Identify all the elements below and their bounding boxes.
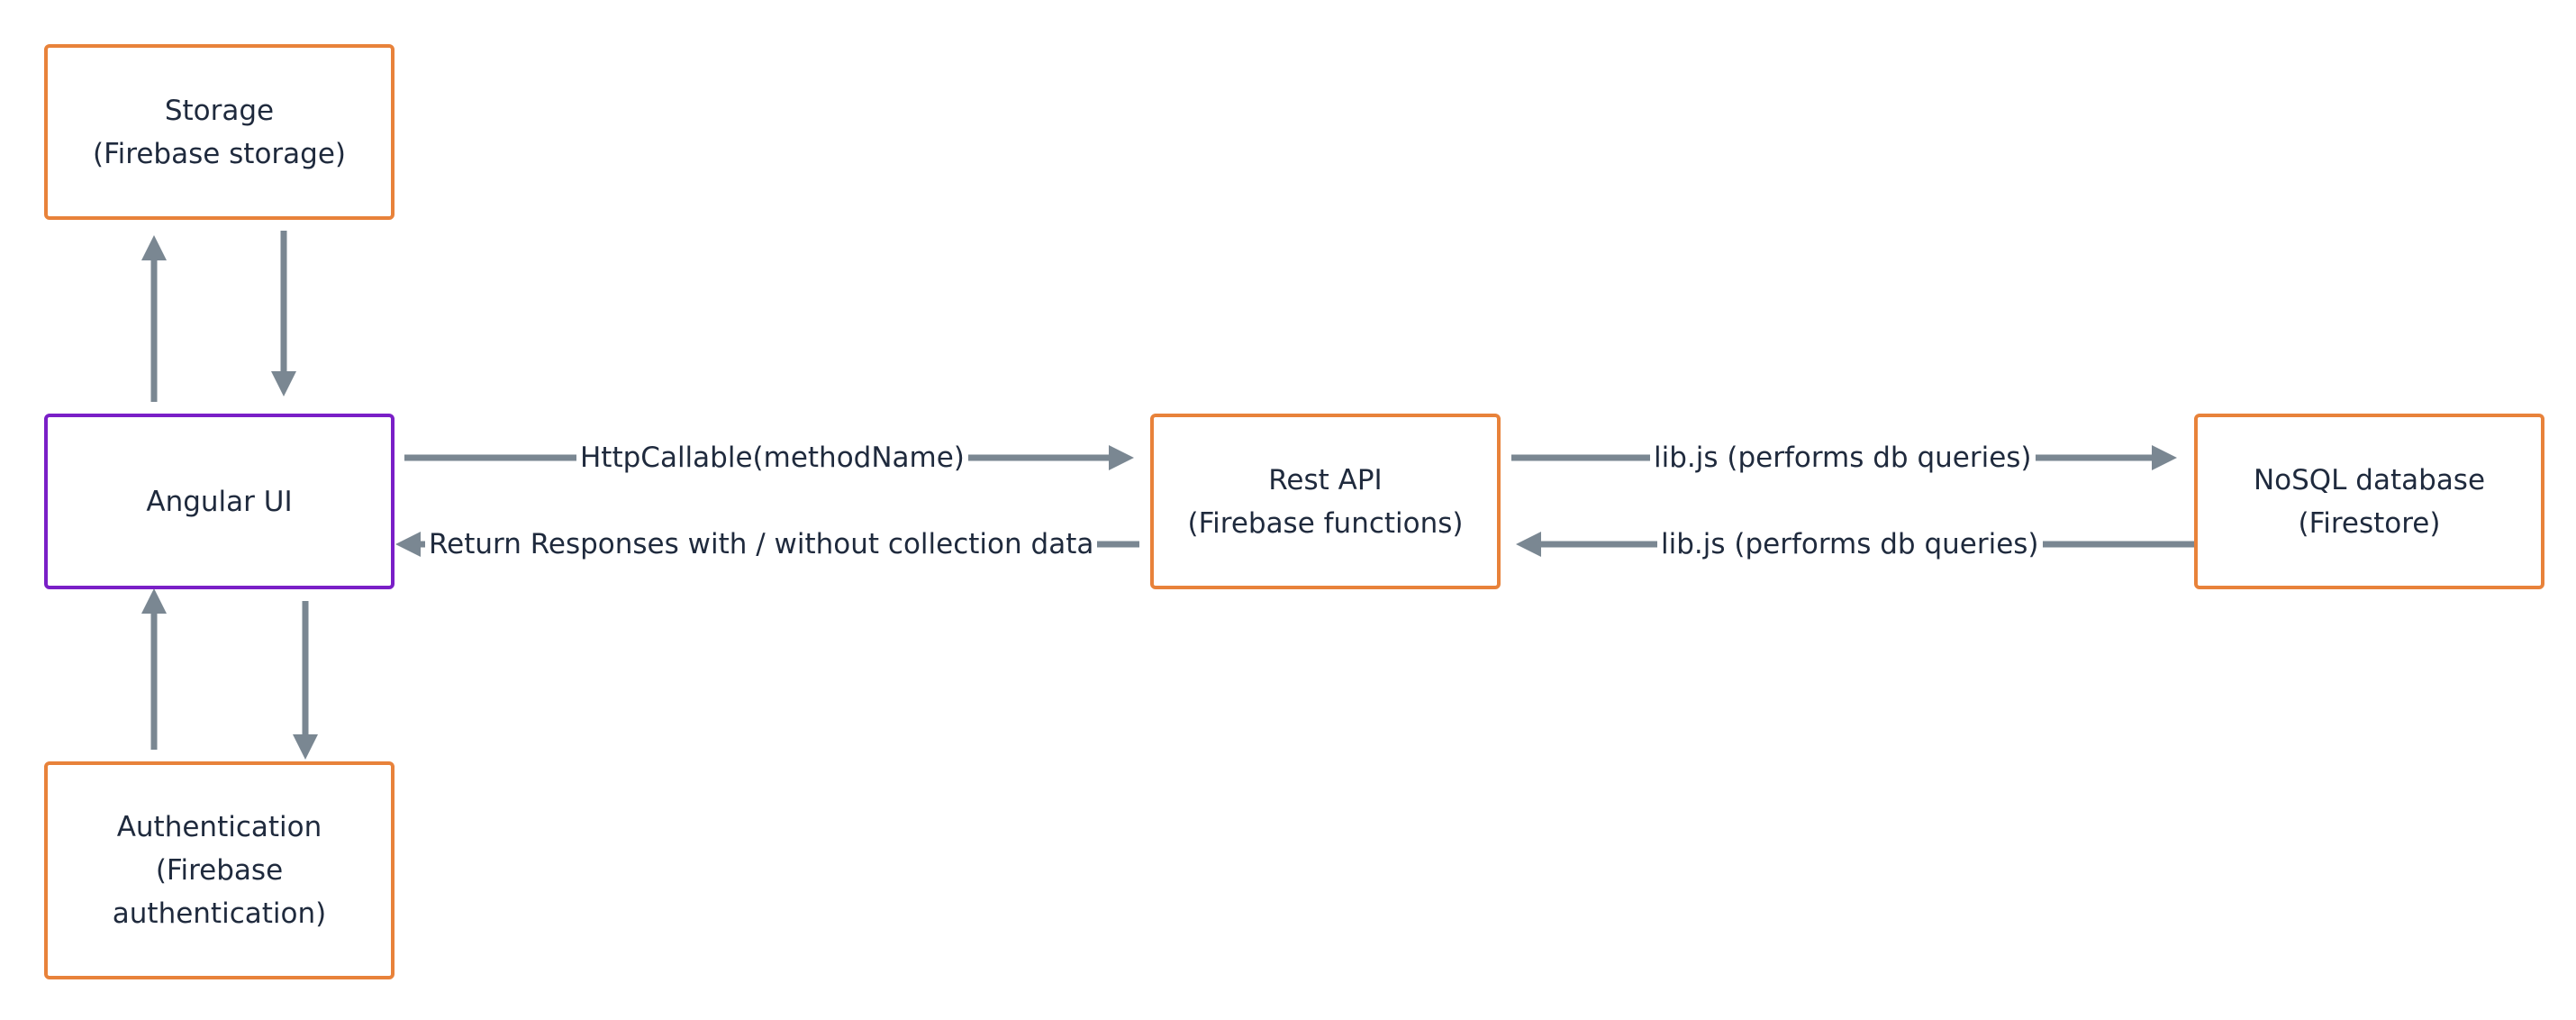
authentication-node-subtitle-1: (Firebase [155,854,284,887]
nosql-database-node-title: NoSQL database [2253,463,2486,496]
rest-api-node-label: Rest API (Firebase functions) [1187,459,1463,545]
angular-ui-node-title: Angular UI [146,485,293,518]
angular-ui-node: Angular UI [44,414,395,589]
edge-label-return-responses: Return Responses with / without collecti… [425,526,1098,562]
storage-node-subtitle: (Firebase storage) [92,137,347,170]
storage-node-label: Storage (Firebase storage) [93,89,346,176]
edge-label-libjs-request: lib.js (performs db queries) [1650,440,2036,476]
edge-label-httpcallable: HttpCallable(methodName) [576,440,968,476]
nosql-database-node: NoSQL database (Firestore) [2194,414,2544,589]
authentication-node-title: Authentication [116,811,322,843]
rest-api-node-subtitle: (Firebase functions) [1187,506,1464,540]
edge-label-libjs-response: lib.js (performs db queries) [1657,526,2043,562]
authentication-node-label: Authentication (Firebase authentication) [113,806,326,935]
angular-ui-node-label: Angular UI [146,480,292,524]
storage-node: Storage (Firebase storage) [44,44,395,220]
rest-api-node: Rest API (Firebase functions) [1150,414,1501,589]
authentication-node: Authentication (Firebase authentication) [44,761,395,979]
authentication-node-subtitle-2: authentication) [112,897,327,930]
nosql-database-node-label: NoSQL database (Firestore) [2254,459,2485,545]
rest-api-node-title: Rest API [1268,463,1383,496]
storage-node-title: Storage [164,94,275,127]
nosql-database-node-subtitle: (Firestore) [2298,506,2441,540]
